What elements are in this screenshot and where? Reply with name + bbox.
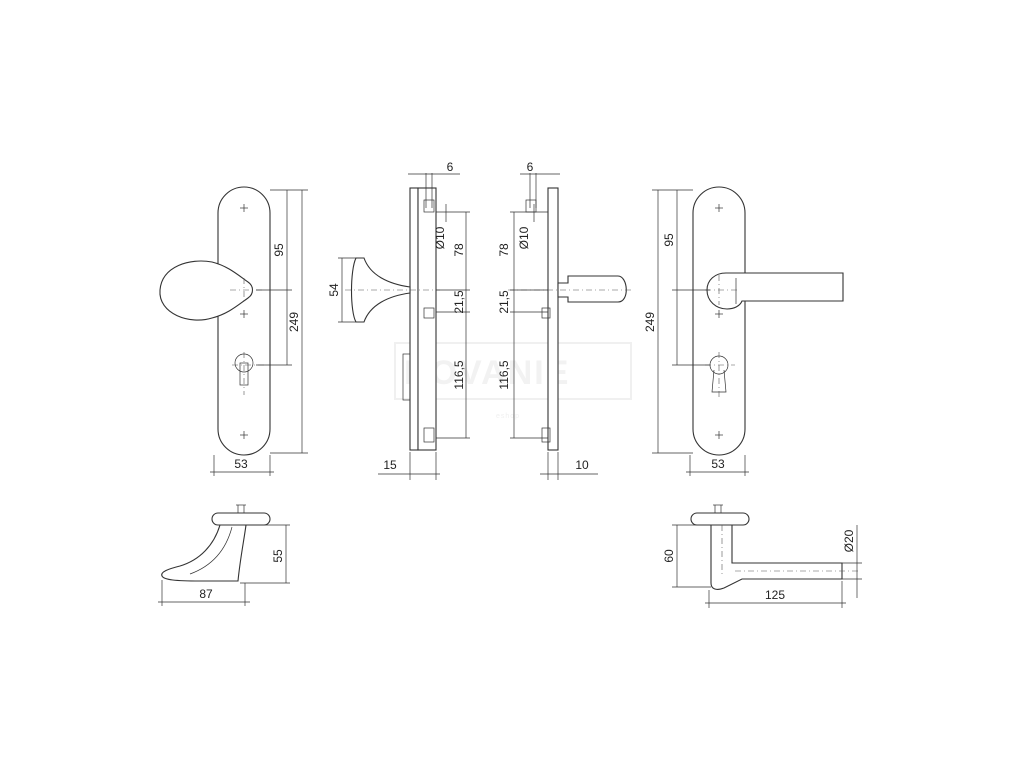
dim-knob-top-to-center: 95 [272, 243, 286, 257]
dim-right-pin-diameter: Ø10 [517, 226, 531, 249]
lever-top-view [672, 504, 862, 608]
knob-side-section [338, 173, 470, 480]
knob-back-plate [217, 186, 271, 456]
screw-marks [240, 204, 248, 439]
knob-curved-stem [161, 524, 247, 582]
right-plate-body [547, 187, 559, 451]
dim-left-plate-depth: 15 [383, 458, 397, 472]
dim-knob-height-total: 249 [287, 312, 301, 332]
lever-rose-side [690, 512, 750, 526]
dim-knob-diameter: 54 [327, 283, 341, 297]
dim-left-pin-width: 6 [447, 160, 454, 174]
dim-right-bottom-offset: 116,5 [497, 360, 511, 389]
dim-left-top-offset: 78 [452, 243, 466, 257]
dim-left-pin-diameter: Ø10 [433, 226, 447, 249]
knob-side-view [158, 504, 290, 606]
knob-rose [159, 260, 254, 321]
knob-plate-front-view [159, 186, 308, 476]
left-plate-body [417, 187, 437, 451]
dim-lever-diameter: Ø20 [842, 529, 856, 552]
lever-back-plate [692, 186, 746, 456]
dim-knob-side-height: 55 [271, 549, 285, 563]
cylinder-slot [239, 362, 249, 386]
dim-right-top-offset: 78 [497, 243, 511, 257]
dim-lever-height-total: 249 [643, 312, 657, 332]
dim-lever-length: 125 [765, 588, 785, 602]
lever-bent-arm [710, 524, 843, 590]
dim-right-pin-width: 6 [527, 160, 534, 174]
dim-knob-width: 53 [234, 457, 248, 471]
dim-lever-width: 53 [711, 457, 725, 471]
cylinder-profile [402, 353, 411, 401]
lever-side-section [508, 173, 632, 480]
lever-plate-front-view [652, 186, 844, 476]
lever-screw-marks [715, 204, 723, 439]
dim-knob-projection: 87 [199, 587, 213, 601]
dim-right-plate-depth: 10 [575, 458, 589, 472]
lever-handle [706, 272, 844, 310]
dim-right-mid-offset: 21,5 [497, 290, 511, 314]
dim-left-bottom-offset: 116,5 [452, 360, 466, 389]
knob-rose-side [211, 512, 271, 526]
watermark-subtext: eshop [496, 413, 520, 420]
dim-lever-top-to-center: 95 [662, 233, 676, 247]
left-plate-section [409, 187, 419, 451]
dim-lever-height: 60 [662, 549, 676, 563]
lever-profile [557, 275, 627, 303]
dim-left-mid-offset: 21,5 [452, 290, 466, 314]
